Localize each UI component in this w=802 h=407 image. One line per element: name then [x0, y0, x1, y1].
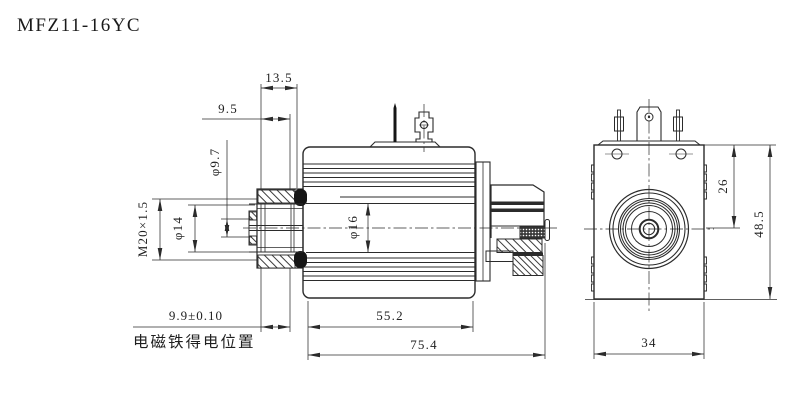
end-view: 26 48.5 34 — [584, 99, 777, 359]
end-body — [593, 144, 705, 300]
dim-label-13-5: 13.5 — [265, 70, 293, 85]
dim-phi-16: φ16 — [345, 203, 371, 253]
concentric-core — [608, 188, 690, 270]
mounting-screws — [605, 148, 693, 160]
ground-terminal — [414, 104, 434, 152]
dim-label-m20: M20×1.5 — [135, 201, 150, 258]
dim-75-4: 75.4 — [308, 243, 546, 359]
end-top-plate — [597, 140, 701, 146]
dim-label-75-4: 75.4 — [410, 337, 438, 352]
dim-m20: M20×1.5 — [135, 198, 257, 261]
dim-label-phi-9-7: φ9.7 — [207, 148, 222, 177]
cartridge-hatch-lower — [512, 255, 544, 276]
cooling-fins-bottom — [303, 257, 475, 282]
side-view: 13.5 9.5 φ9.7 M20×1.5 φ14 — [133, 70, 560, 360]
dim-label-9-5: 9.5 — [218, 101, 238, 116]
dim-label-9-9: 9.9±0.10 — [169, 308, 223, 323]
pole-tube-end — [248, 210, 258, 246]
nut-thread-hatch-top — [257, 189, 296, 204]
knurled-adjuster — [519, 226, 546, 239]
dim-label-34: 34 — [641, 335, 656, 350]
dim-13-5: 13.5 — [260, 70, 298, 332]
top-plate — [369, 141, 441, 148]
coil-body — [302, 141, 491, 299]
dim-label-55-2: 55.2 — [376, 308, 404, 323]
connector-pins — [614, 109, 683, 142]
connector-post — [636, 106, 662, 141]
dim-label-phi-14: φ14 — [170, 216, 185, 240]
dim-48-5: 48.5 — [585, 145, 777, 300]
dim-26: 26 — [697, 144, 776, 229]
valve-cartridge — [485, 184, 550, 276]
dim-34: 34 — [593, 302, 705, 359]
dim-9-5: 9.5 — [202, 101, 291, 190]
dim-phi-14: φ14 — [170, 204, 255, 253]
dim-label-26: 26 — [715, 178, 730, 193]
dim-55-2: 55.2 — [307, 301, 474, 360]
dim-phi-9-7: φ9.7 — [207, 140, 252, 238]
dim-label-48-5: 48.5 — [751, 210, 766, 238]
nut-thread-hatch-bottom — [257, 254, 296, 269]
armature-tube-nut — [248, 188, 307, 269]
dim-9-9: 9.9±0.10 电磁铁得电位置 — [133, 268, 291, 351]
terminal-pin — [393, 103, 397, 142]
cooling-fins-top — [303, 163, 475, 188]
dim-label-phi-16: φ16 — [345, 215, 360, 239]
drawing-title: MFZ11-16YC — [17, 15, 141, 36]
cartridge-hatch-upper — [496, 238, 543, 253]
energized-position-label: 电磁铁得电位置 — [133, 333, 256, 351]
seal-bottom — [294, 251, 307, 268]
side-notches — [591, 164, 707, 292]
adjuster-tab — [544, 219, 550, 241]
seal-top — [294, 189, 307, 206]
